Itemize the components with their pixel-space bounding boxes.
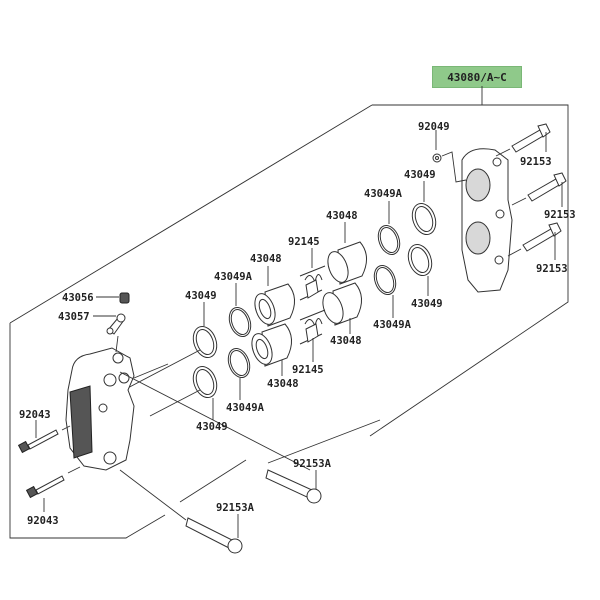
label-92043-top[interactable]: 92043 bbox=[19, 409, 51, 421]
pad-spring-92145-low[interactable] bbox=[299, 309, 326, 362]
seal-43049A-left-low[interactable] bbox=[224, 345, 253, 400]
label-43048-right-low[interactable]: 43048 bbox=[330, 335, 362, 347]
mount-bolt-92153A-right[interactable] bbox=[265, 419, 381, 504]
label-92153A-right[interactable]: 92153A bbox=[293, 458, 332, 470]
label-43049A-left-low[interactable]: 43049A bbox=[226, 402, 265, 414]
bleed-cap-43056[interactable] bbox=[96, 292, 130, 304]
label-43056[interactable]: 43056 bbox=[62, 292, 94, 304]
piston-43048-right-top[interactable] bbox=[324, 222, 367, 285]
assembly-label[interactable]: 43080/A~C bbox=[432, 66, 522, 88]
label-43049-right-top[interactable]: 43049 bbox=[404, 169, 436, 181]
label-43048-left-top[interactable]: 43048 bbox=[250, 253, 282, 265]
mount-bolt-92153A-left[interactable] bbox=[119, 459, 247, 554]
label-43049A-right-top[interactable]: 43049A bbox=[364, 188, 403, 200]
label-43049A-right-low[interactable]: 43049A bbox=[373, 319, 412, 331]
caliper-right-half[interactable] bbox=[461, 148, 513, 293]
caliper-left-half[interactable] bbox=[65, 347, 311, 471]
pin-92043-low[interactable] bbox=[25, 466, 81, 512]
washer-92049[interactable] bbox=[432, 130, 467, 183]
seal-43049-right-top[interactable] bbox=[408, 181, 440, 238]
label-92153-mid[interactable]: 92153 bbox=[544, 209, 576, 221]
label-43048-right-top[interactable]: 43048 bbox=[326, 210, 358, 222]
bolt-92153-low[interactable] bbox=[507, 222, 562, 260]
bolt-92153-mid[interactable] bbox=[511, 172, 567, 207]
assembly-outline bbox=[9, 86, 569, 539]
label-92049[interactable]: 92049 bbox=[418, 121, 450, 133]
piston-43048-left-top[interactable] bbox=[251, 266, 295, 327]
label-92153-top[interactable]: 92153 bbox=[520, 156, 552, 168]
seal-43049A-left-top[interactable] bbox=[225, 283, 254, 340]
seal-43049A-right-low[interactable] bbox=[370, 262, 399, 318]
seal-43049-right-low[interactable] bbox=[404, 241, 436, 296]
label-92043-low[interactable]: 92043 bbox=[27, 515, 59, 527]
label-43049-left-top[interactable]: 43049 bbox=[185, 290, 217, 302]
label-92153A-left[interactable]: 92153A bbox=[216, 502, 255, 514]
label-92145-top[interactable]: 92145 bbox=[288, 236, 320, 248]
seal-43049-left-top[interactable] bbox=[119, 302, 221, 393]
bleed-valve-43057[interactable] bbox=[93, 313, 126, 353]
part-labels: 92049 92153 92153 92153 43049 43049A 430… bbox=[19, 121, 576, 527]
label-43048-left-low[interactable]: 43048 bbox=[267, 378, 299, 390]
seal-43049-left-low[interactable] bbox=[149, 363, 221, 420]
label-43057[interactable]: 43057 bbox=[58, 311, 90, 323]
piston-43048-left-low[interactable] bbox=[248, 323, 292, 376]
bolt-92153-top[interactable] bbox=[495, 123, 551, 157]
label-43049A-left-top[interactable]: 43049A bbox=[214, 271, 253, 283]
piston-43048-right-low[interactable] bbox=[319, 282, 362, 334]
pad-spring-92145-top[interactable] bbox=[299, 248, 326, 301]
label-92153-low[interactable]: 92153 bbox=[536, 263, 568, 275]
label-92145-low[interactable]: 92145 bbox=[292, 364, 324, 376]
seal-43049A-right-top[interactable] bbox=[374, 201, 403, 258]
pin-92043-top[interactable] bbox=[17, 420, 71, 454]
label-43049-left-low[interactable]: 43049 bbox=[196, 421, 228, 433]
label-43049-right-low[interactable]: 43049 bbox=[411, 298, 443, 310]
